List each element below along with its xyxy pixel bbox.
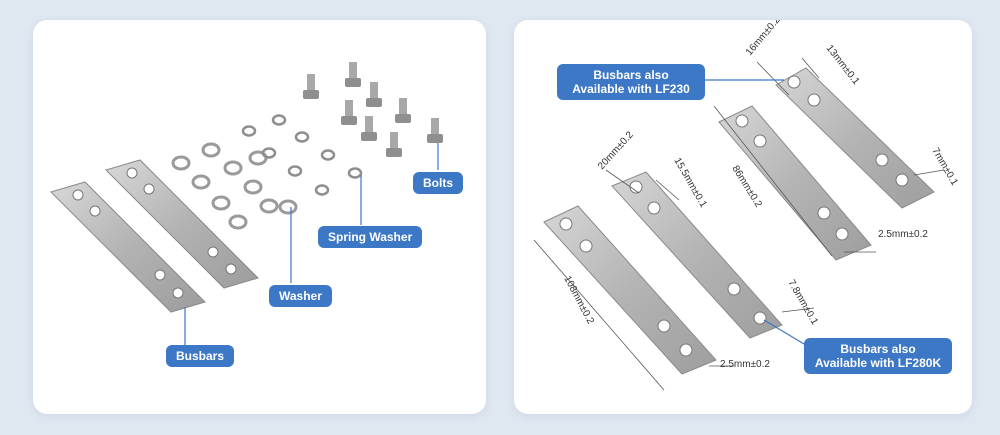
callout-lf230: Busbars also Available with LF230 (557, 64, 705, 100)
dim-16mm: 16mm±0.2 (744, 20, 783, 58)
busbar-1 (50, 181, 206, 313)
busbar-2 (105, 159, 259, 289)
washer-label: Washer (269, 285, 332, 307)
spring-washers-group (241, 114, 363, 196)
dim-20mm: 20mm±0.2 (596, 129, 636, 172)
callout-lf280k: Busbars also Available with LF280K (804, 338, 952, 374)
busbar-lf280k (611, 171, 783, 339)
dim-7-8mm: 7.8mm±0.1 (785, 278, 820, 327)
busbars-label: Busbars (166, 345, 235, 367)
busbar-dimensions-diagram: 16mm±0.2 13mm±0.1 7mm±0.1 86mm±0.2 2.5mm… (533, 20, 960, 391)
bolts-label: Bolts (413, 172, 463, 194)
dim-7mm: 7mm±0.1 (929, 146, 960, 188)
left-product-panel: Busbars Washer Spring Washer Bolts (33, 20, 486, 414)
right-dimensions-panel: 16mm±0.2 13mm±0.1 7mm±0.1 86mm±0.2 2.5mm… (514, 20, 972, 414)
dim-86mm: 86mm±0.2 (729, 164, 764, 210)
bolts-group (303, 62, 443, 157)
dimension-lines (533, 57, 945, 391)
busbar-108mm (543, 205, 717, 375)
dim-15-5mm: 15.5mm±0.1 (671, 156, 709, 210)
spring-washer-label: Spring Washer (318, 226, 423, 248)
dim-13mm: 13mm±0.1 (824, 43, 862, 87)
busbar-lf230-small (775, 67, 935, 209)
hardware-kit-illustration (50, 62, 443, 345)
dim-2-5mm-b: 2.5mm±0.2 (720, 359, 770, 370)
dim-2-5mm-a: 2.5mm±0.2 (878, 229, 928, 240)
washers-group (171, 142, 298, 230)
busbar-86mm (718, 105, 872, 261)
dim-108mm: 108mm±0.2 (561, 274, 596, 326)
